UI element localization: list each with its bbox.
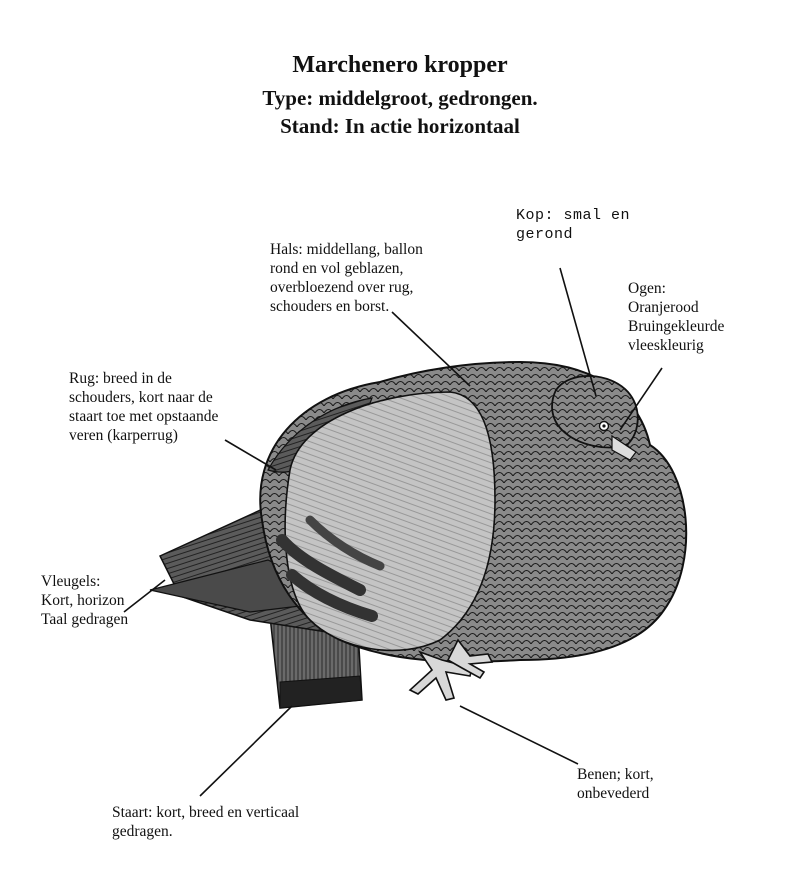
- diagram-title: Marchenero kropper: [292, 52, 508, 78]
- label-hals: Hals: middellang, ballon rond en vol geb…: [270, 241, 423, 315]
- pointer-benen: [459, 705, 579, 765]
- label-kop: Kop: smal en gerond: [516, 207, 631, 243]
- wing-shield: [276, 391, 496, 652]
- label-staart: Staart: kort, breed en verticaal gedrage…: [112, 804, 300, 840]
- label-ogen: Ogen: Oranjerood Bruingekleurde vleeskle…: [628, 280, 725, 354]
- pointer-kop: [559, 267, 597, 397]
- pointer-ogen: [619, 367, 663, 431]
- pointer-staart: [199, 705, 293, 797]
- pigeon-head: [551, 375, 639, 461]
- diagram-subtitle-stand: Stand: In actie horizontaal: [280, 114, 520, 138]
- label-rug: Rug: breed in de schouders, kort naar de…: [69, 370, 219, 444]
- legs: [408, 638, 494, 701]
- pointer-lines: [123, 267, 663, 797]
- label-vleugels: Vleugels: Kort, horizon Taal gedragen: [41, 573, 129, 628]
- pointer-hals: [391, 311, 471, 387]
- pointer-vleugels: [123, 579, 166, 613]
- diagram-subtitle-type: Type: middelgroot, gedrongen.: [262, 86, 538, 110]
- pointer-rug: [224, 439, 277, 471]
- label-benen: Benen; kort, onbevederd: [577, 766, 654, 802]
